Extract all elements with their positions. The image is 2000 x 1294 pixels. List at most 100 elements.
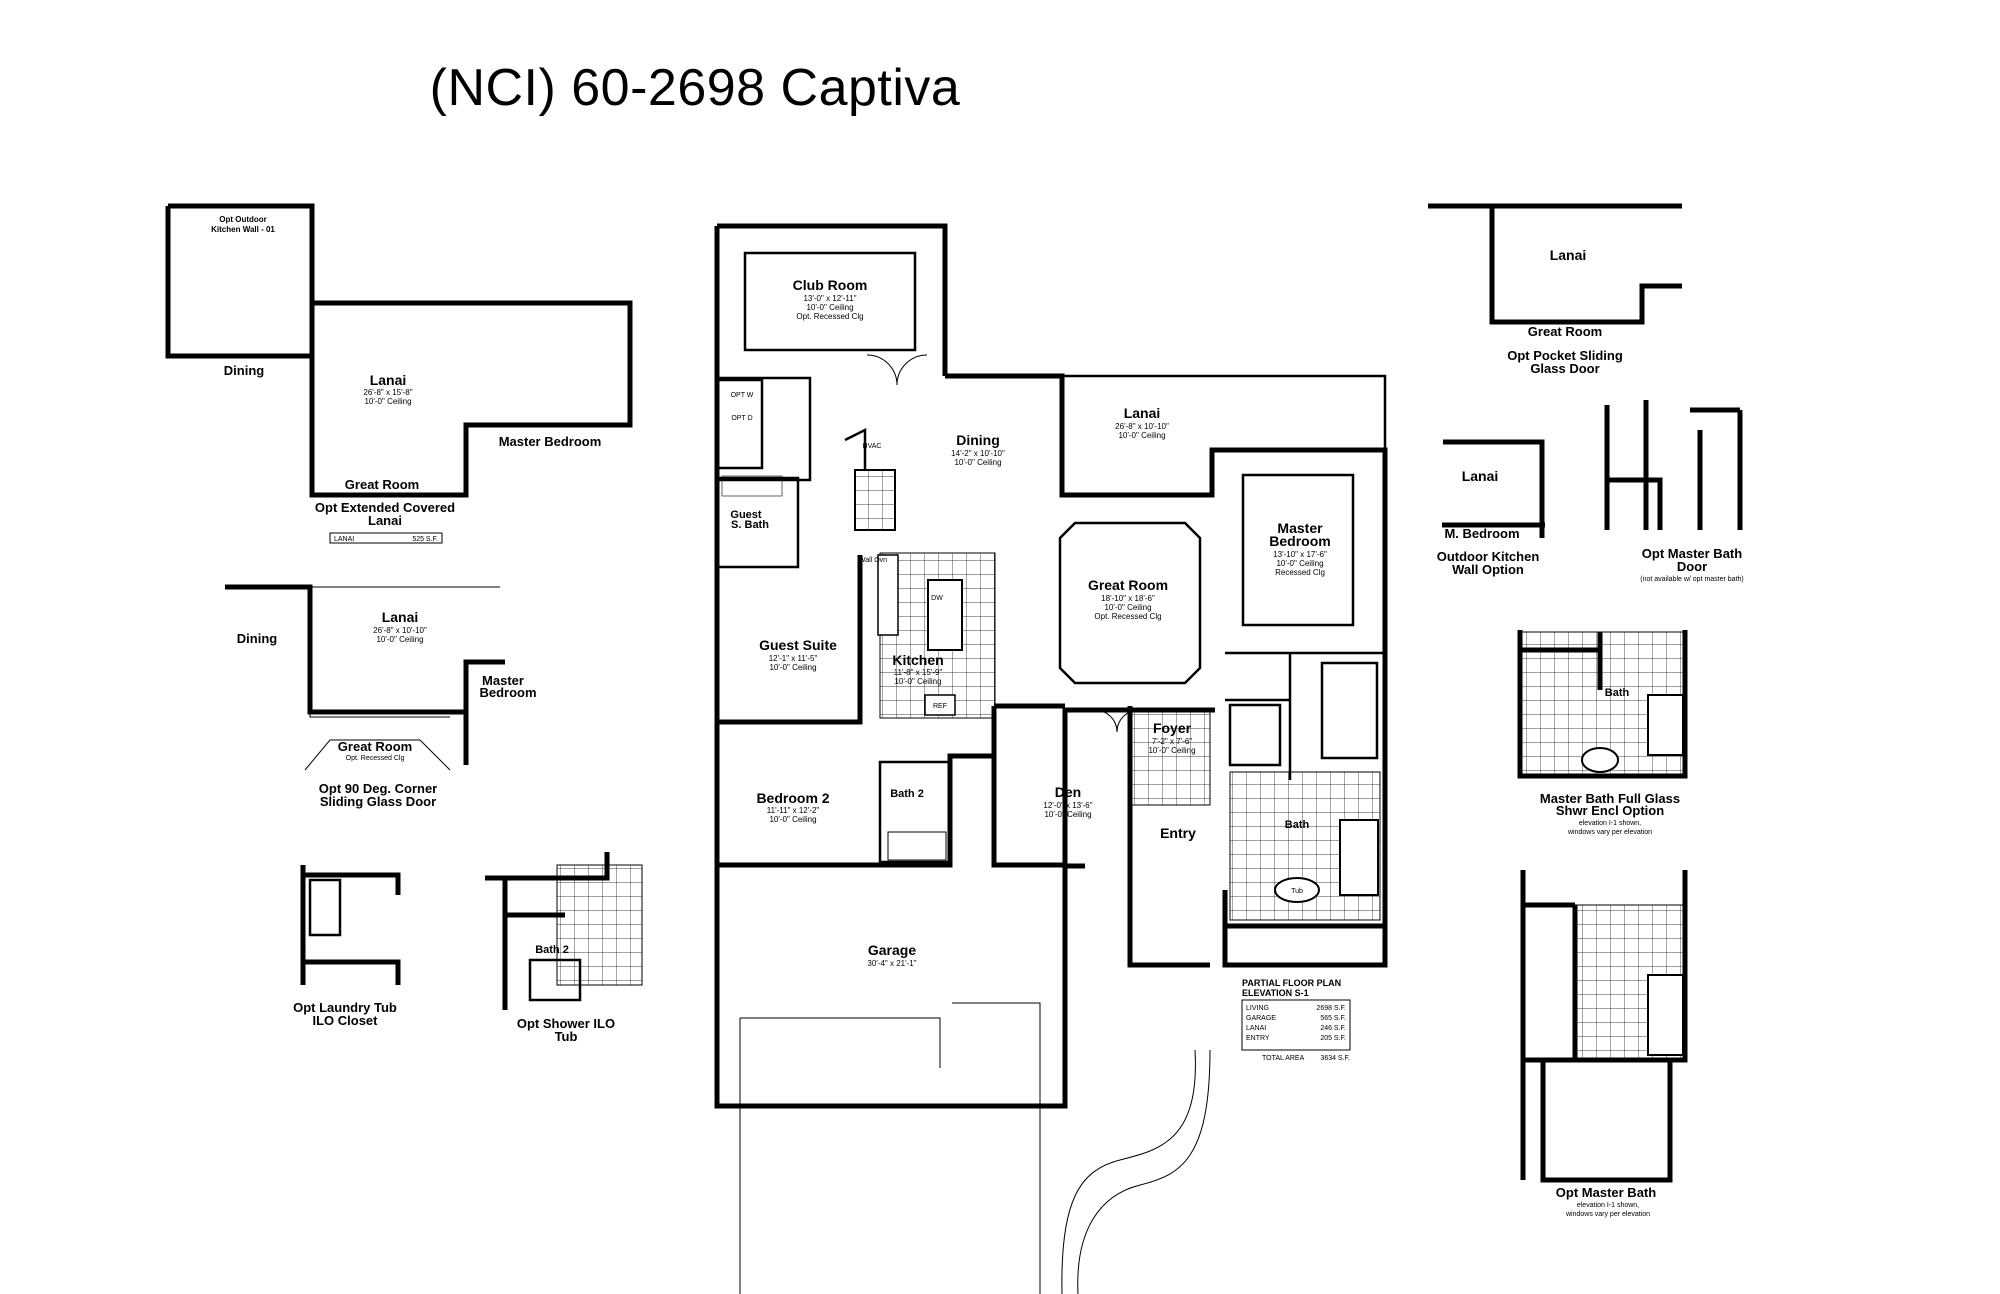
bedroom2-label: Bedroom 2 [756, 790, 829, 806]
mbath-door-caption-2: Door [1677, 559, 1707, 574]
ext-lanai-dining: Dining [224, 363, 264, 378]
opt-outdoor-kitchen: Lanai M. Bedroom Outdoor Kitchen Wall Op… [1437, 439, 1545, 577]
master-tub [1274, 877, 1320, 903]
dining-label: Dining [956, 432, 1000, 448]
area-row-label: GARAGE [1246, 1015, 1276, 1022]
bath2-label: Bath 2 [890, 788, 924, 800]
opt-master-bath-glass: Bath Master Bath Full Glass Shwr Encl Op… [1517, 630, 1688, 836]
area-row-label: LANAI [1246, 1025, 1266, 1032]
den-dims: 12'-0" x 13'-6" [1043, 801, 1092, 810]
lanai-dims: 26'-8" x 10'-10" [1115, 422, 1169, 431]
den-walls [991, 703, 1065, 868]
master-bath-walls [1225, 651, 1385, 780]
ext-lanai-ceiling: 10'-0" Ceiling [364, 397, 411, 406]
area-row-label: LIVING [1246, 1005, 1269, 1012]
garage-doors [740, 1002, 1041, 1083]
foyer-label: Foyer [1153, 720, 1192, 736]
glass-note-1: elevation I-1 shown, [1579, 820, 1641, 827]
club-room-dims: 13'-0" x 12'-11" [803, 294, 856, 303]
opt-laundry-tub: Opt Laundry Tub ILO Closet [293, 865, 401, 1028]
foyer-dims: 7'-2" x 7'-6" [1152, 737, 1192, 746]
pocket-lanai: Lanai [1550, 247, 1587, 263]
pocket-great-room: Great Room [1528, 324, 1602, 339]
ext-lanai-caption-1: Opt Extended Covered [315, 500, 455, 515]
opt-corner-door: Dining Lanai 26'-8" x 10'-10" 10'-0" Cei… [225, 584, 537, 809]
club-room-recess [743, 251, 917, 352]
pocket-caption-1: Opt Pocket Sliding [1507, 348, 1623, 363]
kitchen-counter-west [877, 554, 899, 636]
guest-bath-walls [717, 476, 800, 569]
corner-master-1: Master [482, 673, 524, 688]
laundry-closet [717, 378, 764, 470]
shower-bath-label: Bath 2 [535, 944, 569, 956]
tub-label: Tub [1291, 888, 1303, 895]
opt-extended-lanai: Opt Outdoor Kitchen Wall - 01 Dining Lan… [165, 203, 633, 544]
pocket-caption-2: Glass Door [1530, 361, 1599, 376]
main-room-labels: Club Room 13'-0" x 12'-11" 10'-0" Ceilin… [730, 277, 1350, 1062]
master-tray [1241, 473, 1355, 627]
lanai-ceiling: 10'-0" Ceiling [1118, 431, 1165, 440]
master-shower [1339, 819, 1379, 896]
refrigerator [924, 694, 956, 716]
corner-dining: Dining [237, 631, 277, 646]
page-title: (NCI) 60-2698 Captiva [429, 59, 961, 117]
ext-lanai-area-value: 525 S.F. [412, 536, 438, 543]
corner-lanai-ceiling: 10'-0" Ceiling [376, 635, 423, 644]
kitchen-island [927, 579, 963, 651]
master-bedroom-label-1: Master [1277, 520, 1323, 536]
guest-shower [721, 475, 783, 497]
area-row-value: 246 S.F. [1320, 1025, 1346, 1032]
ext-lanai-master: Master Bedroom [499, 434, 602, 449]
area-row-label: ENTRY [1246, 1035, 1270, 1042]
great-room-label: Great Room [1088, 577, 1168, 593]
opt-d-label: OPT D [731, 415, 752, 422]
master-bedroom-ceiling: 10'-0" Ceiling [1276, 559, 1323, 568]
area-table-box [1241, 999, 1351, 1051]
opt-mbath-caption: Opt Master Bath [1556, 1185, 1656, 1200]
outdoor-m-bedroom: M. Bedroom [1444, 526, 1519, 541]
kitchen-dims: 11'-8" x 15'-9" [894, 668, 943, 677]
guest-suite-label: Guest Suite [759, 637, 837, 653]
area-total-label: TOTAL AREA [1262, 1055, 1305, 1062]
opt-master-bath-door: Opt Master Bath Door (not available w/ o… [1604, 400, 1744, 583]
den-ceiling: 10'-0" Ceiling [1044, 810, 1091, 819]
club-room-note: Opt. Recessed Clg [796, 312, 863, 321]
bedroom2-ceiling: 10'-0" Ceiling [769, 815, 816, 824]
driveway [739, 1018, 1211, 1294]
garage-walls [714, 865, 1068, 1106]
opt-mbath-note-1: elevation I-1 shown, [1577, 1202, 1639, 1209]
opt-master-bath: Opt Master Bath elevation I-1 shown, win… [1520, 870, 1688, 1218]
main-exterior-walls [714, 223, 1388, 1109]
bath2-tub [887, 831, 947, 861]
corner-master-2: Bedroom [479, 685, 536, 700]
hvac-label: HVAC [863, 443, 882, 450]
wall-oven-label: Wall Ovn [859, 557, 887, 564]
master-bedroom-label-2: Bedroom [1269, 533, 1330, 549]
great-room-ceiling: 10'-0" Ceiling [1104, 603, 1151, 612]
foyer-tile [1129, 709, 1211, 806]
shower-caption-2: Tub [555, 1029, 578, 1044]
corner-caption-1: Opt 90 Deg. Corner [319, 781, 437, 796]
master-closet [1320, 661, 1379, 760]
entry-label: Entry [1160, 825, 1196, 841]
mbath-door-note: (not available w/ opt master bath) [1640, 576, 1744, 583]
lanai-outline [1062, 374, 1387, 450]
area-total-value: 3634 S.F. [1320, 1055, 1350, 1062]
opt-shower-ilo-tub: Bath 2 Opt Shower ILO Tub [485, 852, 643, 1044]
bedroom2-dims: 11'-11" x 12'-2" [767, 806, 820, 815]
area-title: PARTIAL FLOOR PLAN [1242, 978, 1341, 988]
ref-label: REF [933, 703, 947, 710]
opt-outdoor-kitchen-label-1: Opt Outdoor [219, 215, 267, 224]
hvac-walls [844, 427, 867, 470]
laundry-walls [717, 376, 812, 482]
garage-dims: 30'-4" x 21'-1" [867, 959, 916, 968]
guest-suite-ceiling: 10'-0" Ceiling [769, 663, 816, 672]
great-room-tray [1058, 521, 1202, 685]
club-room-ceiling: 10'-0" Ceiling [806, 303, 853, 312]
opt-outdoor-kitchen-label-2: Kitchen Wall - 01 [211, 225, 275, 234]
outdoor-caption-1: Outdoor Kitchen [1437, 549, 1540, 564]
corner-caption-2: Sliding Glass Door [320, 794, 436, 809]
ext-lanai-great-room: Great Room [345, 477, 419, 492]
guest-bath-label-2: S. Bath [731, 519, 769, 531]
